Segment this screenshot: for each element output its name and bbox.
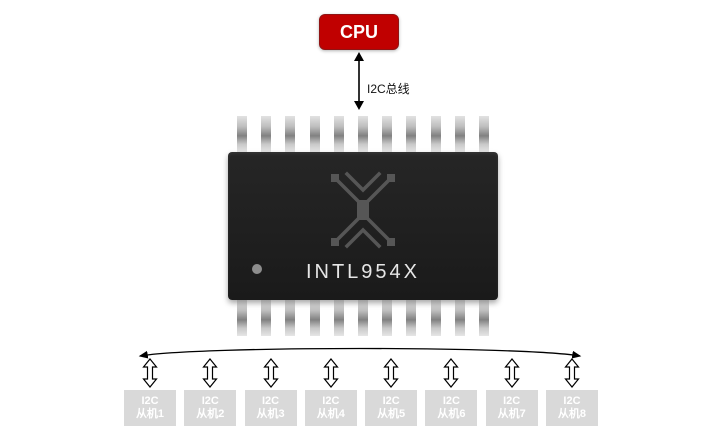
slave-label-line1: I2C: [141, 395, 159, 407]
chip-pin: [454, 300, 465, 336]
slave-box: I2C 从机1: [124, 390, 176, 426]
slave-box: I2C 从机3: [244, 390, 297, 426]
slave-label-line2: 从机8: [557, 408, 587, 420]
chip-pin: [285, 300, 296, 336]
chip-pin: [309, 300, 320, 336]
chip-pin: [430, 300, 441, 336]
slave-bus-arrow-icon: [262, 358, 279, 388]
slave-bus-arrow-icon: [383, 358, 399, 388]
slave-unit: I2C 从机1: [124, 358, 176, 426]
cpu-box: CPU: [319, 14, 399, 50]
slave-label-line1: I2C: [503, 395, 521, 407]
cpu-bus-arrow-icon: [354, 52, 364, 110]
slave-bus-arrow-icon: [503, 358, 520, 388]
cpu-label: CPU: [339, 21, 378, 42]
chip-pin: [478, 116, 489, 152]
chip-pins-top: [228, 116, 498, 152]
slave-unit: I2C 从机2: [184, 358, 237, 426]
slave-label-line2: 从机2: [196, 408, 225, 420]
chip-pin: [333, 116, 344, 152]
chip-pin: [454, 116, 465, 152]
slave-unit: I2C 从机8: [545, 358, 598, 426]
chip-pin: [382, 116, 393, 152]
chip-pin: [237, 300, 247, 336]
chip-pin: [261, 300, 272, 336]
slave-label-line1: I2C: [322, 395, 340, 407]
fanout-line-icon: [138, 347, 582, 359]
slave-label-line2: 从机7: [497, 408, 526, 420]
slave-label-line1: I2C: [442, 395, 460, 407]
slave-unit: I2C 从机7: [485, 358, 538, 426]
slave-label-line2: 从机5: [377, 408, 406, 420]
slave-label-line1: I2C: [382, 395, 400, 407]
chip-body: INTL954X: [228, 152, 498, 300]
chip-pin: [382, 300, 393, 336]
slave-label-line2: 从机3: [256, 408, 285, 420]
chip-part-number: INTL954X: [305, 261, 421, 283]
slave-label-line2: 从机6: [437, 408, 466, 420]
slave-label-line1: I2C: [201, 395, 219, 407]
slave-box: I2C 从机4: [304, 390, 357, 426]
chip-pin: [261, 116, 272, 152]
chip-pin: [357, 300, 368, 336]
slave-unit: I2C 从机6: [425, 358, 478, 426]
slave-bus-arrow-icon: [323, 358, 339, 388]
slave-box: I2C 从机8: [545, 390, 598, 426]
chip-pin: [430, 116, 441, 152]
slave-label-line1: I2C: [563, 395, 581, 407]
slave-label-line2: 从机4: [316, 408, 345, 420]
slave-bus-arrow-icon: [443, 358, 460, 388]
chip-pins-bottom: [228, 300, 498, 336]
slave-box: I2C 从机6: [425, 390, 478, 426]
slave-unit: I2C 从机3: [244, 358, 297, 426]
chip-logo-icon: [331, 171, 395, 249]
slave-label-line1: I2C: [262, 395, 280, 407]
slave-unit: I2C 从机5: [365, 358, 418, 426]
chip-pin: [333, 300, 344, 336]
slave-bus-arrow-icon: [202, 358, 219, 388]
chip-package: INTL954X: [228, 116, 498, 336]
chip-pin: [237, 116, 247, 152]
slave-box: I2C 从机2: [184, 390, 237, 426]
slave-box: I2C 从机7: [485, 390, 538, 426]
slave-bus-arrow-icon: [564, 358, 580, 388]
slave-row: I2C 从机1 I2C 从机2 I2C: [124, 358, 598, 426]
chip-pin: [406, 300, 417, 336]
slave-label-line2: 从机1: [135, 408, 165, 420]
chip-pin: [309, 116, 320, 152]
pin1-indicator-dot: [252, 264, 262, 274]
chip-pin: [285, 116, 296, 152]
bus-label: I2C总线: [367, 82, 410, 96]
slave-unit: I2C 从机4: [304, 358, 357, 426]
chip-pin: [406, 116, 417, 152]
slave-box: I2C 从机5: [365, 390, 418, 426]
slave-bus-arrow-icon: [142, 358, 158, 388]
chip-pin: [478, 300, 489, 336]
chip-pin: [357, 116, 368, 152]
